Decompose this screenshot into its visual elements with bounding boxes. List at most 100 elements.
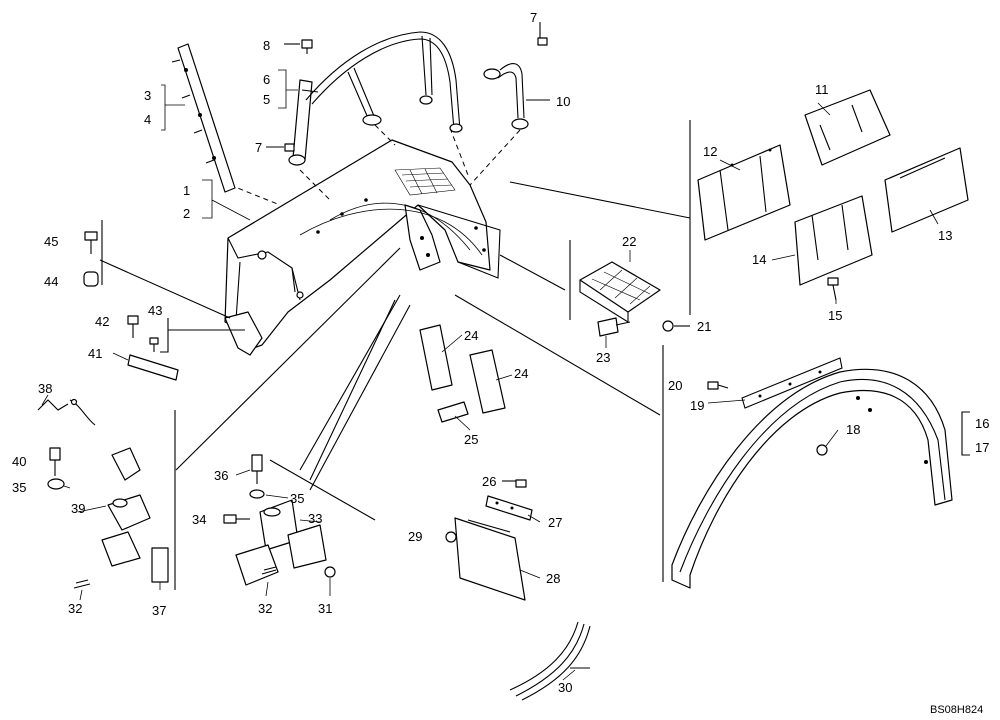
chain-38 (37, 398, 96, 426)
callout-10: 10 (556, 94, 570, 109)
callout-42: 42 (95, 314, 109, 329)
washer-35-left (47, 478, 65, 490)
callout-31: 31 (318, 601, 332, 616)
callout-16: 16 (975, 416, 989, 431)
nut-21 (662, 320, 690, 332)
dash-connector (299, 169, 331, 201)
dash-connector (229, 184, 281, 206)
callout-6: 6 (263, 72, 270, 87)
callout-25: 25 (464, 432, 478, 447)
callout-24-b: 24 (514, 366, 528, 381)
callout-30: 30 (558, 680, 572, 695)
bolt-15 (827, 277, 839, 301)
bolt-7-upper (537, 22, 548, 46)
callout-38: 38 (38, 381, 52, 396)
mudflap-28 (454, 517, 526, 601)
callout-7-lower: 7 (255, 140, 262, 155)
bolt-42 (127, 315, 139, 338)
bracket-16-17 (961, 411, 970, 456)
panel-14 (794, 195, 873, 286)
dash-connector (469, 129, 521, 186)
callout-5: 5 (263, 92, 270, 107)
callout-34: 34 (192, 512, 206, 527)
step-pedal (579, 261, 661, 323)
rear-fender-leader (454, 294, 661, 416)
callout-11: 11 (815, 82, 829, 97)
callout-17: 17 (975, 440, 989, 455)
callout-35-left: 35 (12, 480, 26, 495)
callout-21: 21 (697, 319, 711, 334)
rear-fender (671, 357, 953, 589)
side-handle (483, 63, 550, 130)
figure-code: BS08H824 (930, 704, 983, 716)
callout-2: 2 (183, 206, 190, 221)
panel-13 (884, 147, 969, 233)
callout-15: 15 (828, 308, 842, 323)
callout-32-left: 32 (68, 601, 82, 616)
callout-35-right: 35 (290, 491, 304, 506)
bolt-26 (502, 479, 527, 488)
dash-connector (374, 124, 396, 146)
callout-40: 40 (12, 454, 26, 469)
callout-41: 41 (88, 346, 102, 361)
bolt-40 (49, 447, 61, 476)
spacer-44 (83, 271, 99, 287)
main-fender-body (224, 139, 501, 356)
bolt-45 (84, 231, 98, 254)
callout-36: 36 (214, 468, 228, 483)
pad-24-b (469, 349, 506, 414)
callout-19: 19 (690, 398, 704, 413)
bracket-lower-right (235, 544, 279, 586)
callout-45: 45 (44, 234, 58, 249)
callout-27: 27 (548, 515, 562, 530)
callout-28: 28 (546, 571, 560, 586)
callout-1: 1 (183, 183, 190, 198)
bolt-8 (284, 39, 313, 54)
pad-24-a (419, 324, 453, 391)
washer-35-right (249, 489, 265, 499)
callout-13: 13 (938, 228, 952, 243)
grab-handle (288, 31, 463, 166)
callout-leaders (41, 69, 939, 681)
panel-11 (804, 89, 891, 166)
callout-33: 33 (308, 511, 322, 526)
bolt-43 (149, 337, 159, 352)
plate-37 (151, 547, 169, 583)
callout-32-right: 32 (258, 601, 272, 616)
left-group-leader (99, 259, 231, 319)
callout-labels: 3 4 1 2 8 6 5 7 7 10 11 12 13 14 15 16 1… (12, 10, 989, 695)
bolt-7-lower (266, 143, 295, 152)
callout-18: 18 (846, 422, 860, 437)
bolt-20 (707, 381, 729, 390)
panels-group-bracket (509, 120, 691, 315)
callout-20: 20 (668, 378, 682, 393)
bracket-42-43 (160, 318, 169, 353)
callout-29: 29 (408, 529, 422, 544)
strip-27 (485, 495, 533, 521)
hinge-39 (101, 447, 151, 567)
right-hinge-leader (309, 299, 396, 481)
callout-8: 8 (263, 38, 270, 53)
callout-26: 26 (482, 474, 496, 489)
callout-4: 4 (144, 112, 151, 127)
callout-3: 3 (144, 88, 151, 103)
callout-22: 22 (622, 234, 636, 249)
edge-trim-30 (509, 621, 591, 701)
callout-37: 37 (152, 603, 166, 618)
bolt-36 (251, 454, 263, 484)
fender-grip-pattern (394, 167, 456, 196)
right-hinge-bracket (269, 459, 376, 521)
clip-32-right (261, 566, 277, 575)
strip-41 (127, 354, 179, 381)
clip-32-left (73, 579, 91, 589)
step-leader (499, 254, 566, 291)
left-hinge-leader (175, 247, 401, 471)
nut-18 (816, 444, 828, 456)
nut-31 (324, 566, 336, 578)
callout-12: 12 (703, 144, 717, 159)
callout-39: 39 (71, 501, 85, 516)
plate-25 (437, 401, 469, 423)
callout-24-a: 24 (464, 328, 478, 343)
bolt-34 (223, 514, 250, 524)
